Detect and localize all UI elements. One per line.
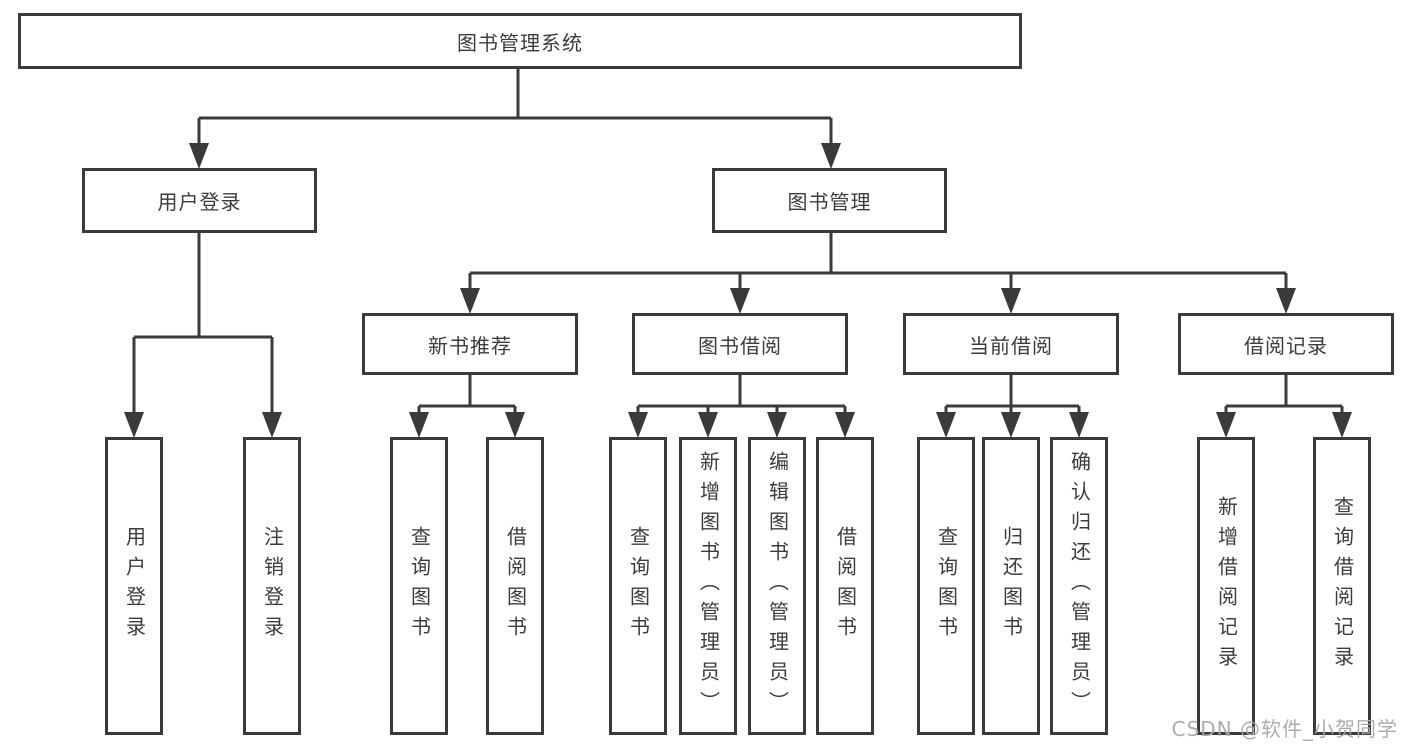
leaf-add-book-admin-label: 新增图书（管理员） bbox=[696, 451, 721, 721]
leaf-user-login-label: 用户登录 bbox=[122, 526, 147, 646]
node-user-login-label: 用户登录 bbox=[157, 190, 242, 214]
leaf-query-book-borrowing: 查询图书 bbox=[609, 437, 667, 735]
leaf-edit-book-admin: 编辑图书（管理员） bbox=[748, 437, 806, 735]
leaf-logout: 注销登录 bbox=[243, 437, 301, 735]
leaf-return-book-label: 归还图书 bbox=[999, 526, 1024, 646]
leaf-edit-book-admin-label: 编辑图书（管理员） bbox=[765, 451, 790, 721]
leaf-add-book-admin: 新增图书（管理员） bbox=[679, 437, 737, 735]
leaf-query-borrow-record-label: 查询借阅记录 bbox=[1330, 496, 1355, 676]
node-current-borrowing-label: 当前借阅 bbox=[969, 333, 1053, 358]
leaf-return-book: 归还图书 bbox=[982, 437, 1040, 735]
node-book-borrowing-label: 图书借阅 bbox=[698, 333, 782, 358]
leaf-logout-label: 注销登录 bbox=[260, 526, 285, 646]
node-user-login: 用户登录 bbox=[82, 168, 317, 233]
node-borrowing-records-label: 借阅记录 bbox=[1244, 333, 1328, 358]
leaf-query-book-recommend-label: 查询图书 bbox=[407, 526, 432, 646]
leaf-confirm-return-admin-label: 确认归还（管理员） bbox=[1067, 451, 1092, 721]
node-current-borrowing: 当前借阅 bbox=[903, 313, 1119, 375]
node-borrowing-records: 借阅记录 bbox=[1178, 313, 1394, 375]
leaf-query-book-recommend: 查询图书 bbox=[390, 437, 448, 735]
node-book-borrowing: 图书借阅 bbox=[632, 313, 848, 375]
leaf-query-borrow-record: 查询借阅记录 bbox=[1313, 437, 1371, 735]
leaf-add-borrow-record-label: 新增借阅记录 bbox=[1214, 496, 1239, 676]
leaf-borrow-book-recommend-label: 借阅图书 bbox=[503, 526, 528, 646]
leaf-borrow-book-recommend: 借阅图书 bbox=[486, 437, 544, 735]
leaf-query-book-current-label: 查询图书 bbox=[934, 526, 959, 646]
leaf-add-borrow-record: 新增借阅记录 bbox=[1197, 437, 1255, 735]
node-new-book-recommend: 新书推荐 bbox=[362, 313, 578, 375]
leaf-borrow-book: 借阅图书 bbox=[816, 437, 874, 735]
leaf-borrow-book-label: 借阅图书 bbox=[833, 526, 858, 646]
leaf-user-login: 用户登录 bbox=[105, 437, 163, 735]
node-root-label: 图书管理系统 bbox=[457, 30, 583, 55]
node-root: 图书管理系统 bbox=[18, 13, 1022, 69]
csdn-watermark: CSDN @软件_小贺同学 bbox=[1171, 717, 1398, 741]
leaf-confirm-return-admin: 确认归还（管理员） bbox=[1050, 437, 1108, 735]
leaf-query-book-borrowing-label: 查询图书 bbox=[626, 526, 651, 646]
leaf-query-book-current: 查询图书 bbox=[917, 437, 975, 735]
node-book-management-label: 图书管理 bbox=[787, 190, 872, 214]
node-book-management: 图书管理 bbox=[712, 168, 947, 233]
node-new-book-recommend-label: 新书推荐 bbox=[428, 333, 512, 358]
